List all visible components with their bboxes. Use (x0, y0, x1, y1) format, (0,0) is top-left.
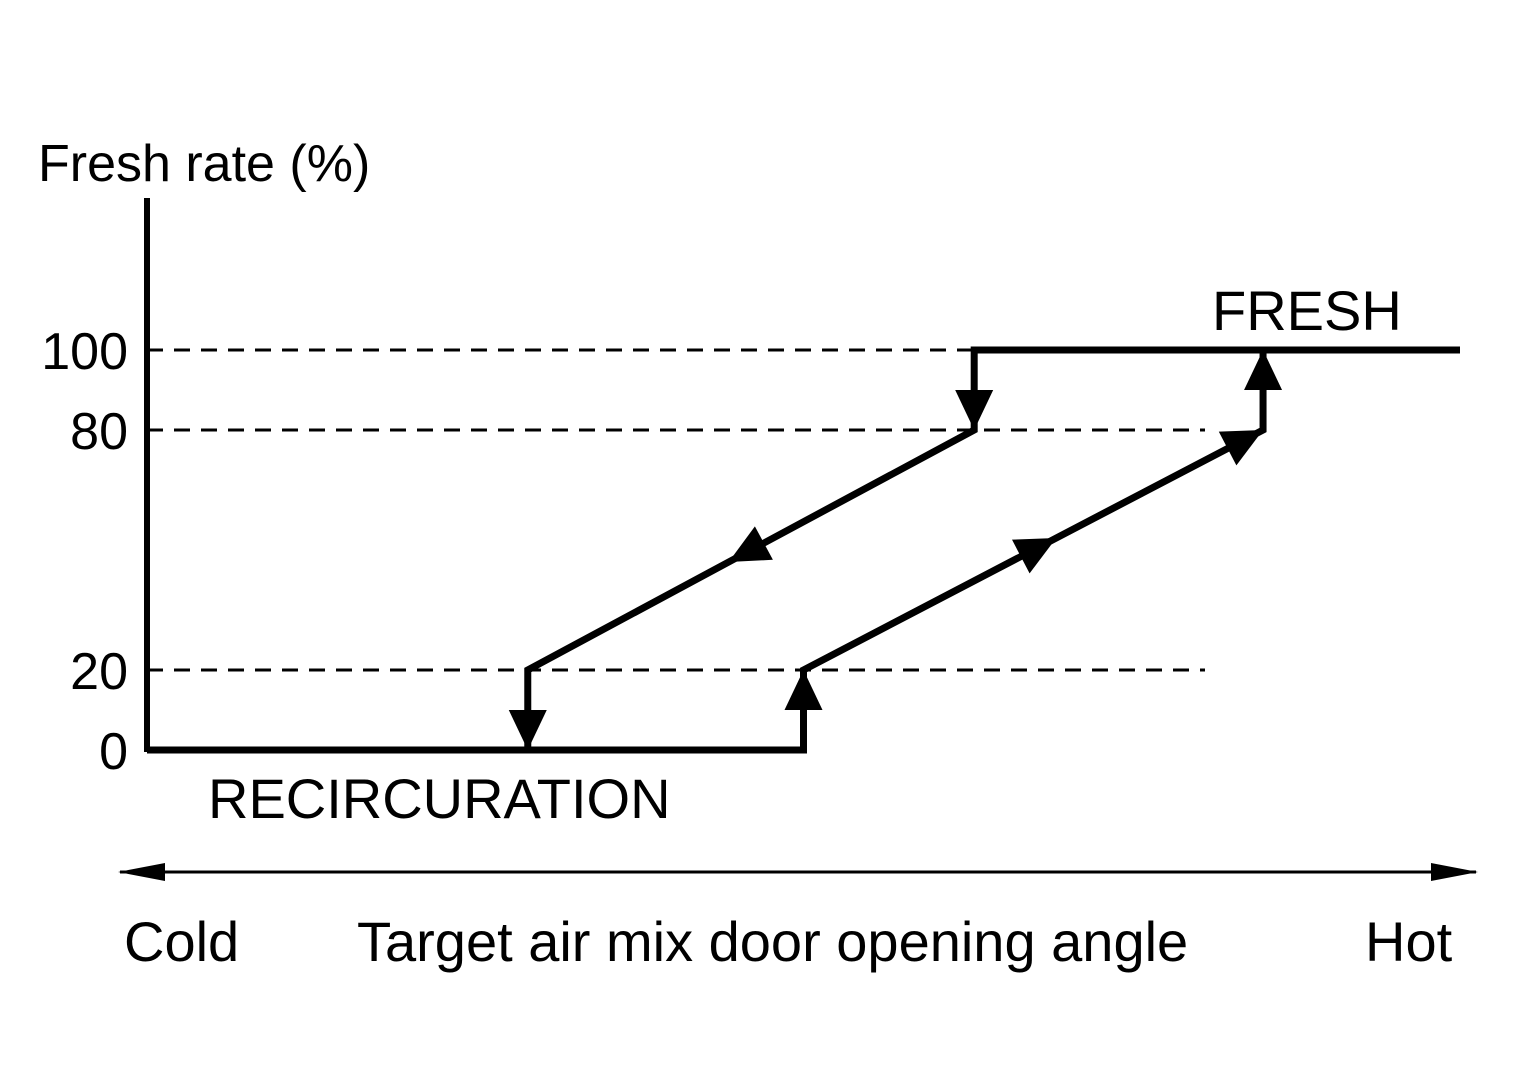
arrow-decreasing-slope-mid-2 (728, 526, 773, 562)
x-axis-arrowhead-left (118, 863, 165, 881)
y-tick-80: 80 (70, 403, 128, 461)
recirculation-label: RECIRCURATION (208, 767, 671, 830)
x-axis-label: Target air mix door opening angle (357, 910, 1188, 973)
arrow-increasing-vertical-1 (784, 670, 823, 710)
direction-arrows (508, 350, 1283, 750)
arrow-decreasing-vertical-1 (955, 390, 994, 430)
x-right-label: Hot (1365, 910, 1453, 973)
y-tick-labels: 0 20 80 100 (41, 323, 128, 781)
dashed-gridlines (147, 348, 1205, 672)
x-left-label: Cold (124, 910, 239, 973)
arrow-increasing-slope-end-2 (1218, 430, 1264, 466)
arrow-increasing-vertical-3 (1244, 350, 1283, 390)
y-tick-20: 20 (70, 643, 128, 701)
arrow-decreasing-vertical-3 (508, 710, 547, 750)
fresh-label: FRESH (1212, 279, 1402, 342)
y-tick-0: 0 (99, 723, 128, 781)
arrow-increasing-slope-mid-2 (1012, 538, 1057, 574)
x-axis-arrowhead-right (1431, 863, 1478, 881)
y-axis-label: Fresh rate (%) (38, 135, 370, 193)
y-tick-100: 100 (41, 323, 128, 381)
